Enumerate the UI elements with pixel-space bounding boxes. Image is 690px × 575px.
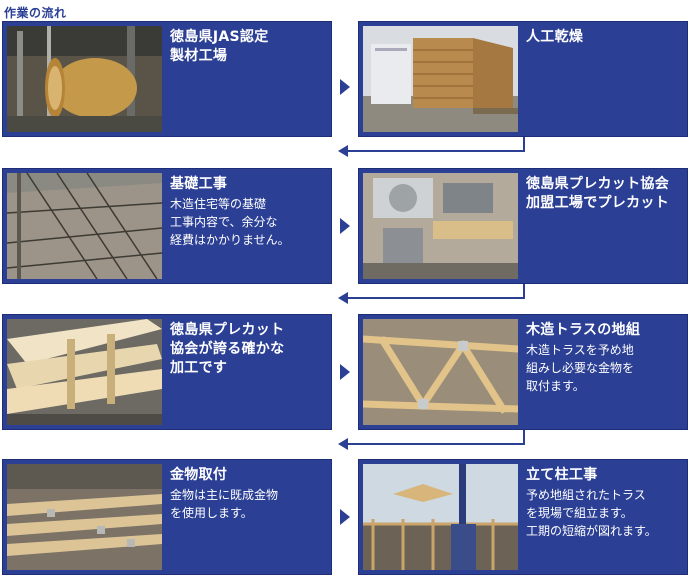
flow-connector	[338, 137, 525, 157]
step-title: 人工乾燥	[526, 29, 584, 45]
page-heading: 作業の流れ	[4, 6, 67, 20]
step-title: 徳島県プレカット 協会が誇る確かな 加工です	[170, 322, 285, 376]
right-arrow-icon	[340, 79, 350, 95]
step-card-precut-quality: 徳島県プレカット 協会が誇る確かな 加工です	[2, 314, 332, 430]
step-card-sawmill: 徳島県JAS認定 製材工場	[2, 21, 332, 137]
truss-assembly-photo	[363, 319, 518, 425]
step-title: 徳島県プレカット協会 加盟工場でプレカット	[526, 176, 669, 211]
right-arrow-icon	[340, 509, 350, 525]
drying-kiln-photo	[363, 26, 518, 132]
step-card-hardware: 金物取付 金物は主に既成金物 を使用します。	[2, 459, 332, 575]
step-card-foundation: 基礎工事 木造住宅等の基礎 工事内容で、余分な 経費はかかりません。	[2, 168, 332, 284]
precut-timber-photo	[7, 319, 162, 425]
step-desc: 金物は主に既成金物 を使用します。	[170, 488, 279, 520]
flow-connector	[338, 284, 525, 304]
step-card-precut-factory: 徳島県プレカット協会 加盟工場でプレカット	[358, 168, 688, 284]
step-title: 徳島県JAS認定 製材工場	[170, 29, 269, 64]
step-title: 立て柱工事	[526, 467, 598, 483]
hardware-fitting-photo	[7, 464, 162, 570]
step-desc: 予め地組されたトラス を現場で組立ます。 工期の短縮が図れます。	[526, 488, 657, 538]
step-title: 金物取付	[170, 467, 228, 483]
right-arrow-icon	[340, 364, 350, 380]
foundation-work-photo	[7, 173, 162, 279]
flow-connector	[338, 430, 525, 450]
step-title: 基礎工事	[170, 176, 228, 192]
sawmill-photo	[7, 26, 162, 132]
step-card-truss-assembly: 木造トラスの地組 木造トラスを予め地 組みし必要な金物を 取付ます。	[358, 314, 688, 430]
step-desc: 木造住宅等の基礎 工事内容で、余分な 経費はかかりません。	[170, 197, 290, 247]
step-title: 木造トラスの地組	[526, 322, 641, 338]
step-desc: 木造トラスを予め地 組みし必要な金物を 取付ます。	[526, 343, 635, 393]
crane-erection-photo	[363, 464, 518, 570]
precut-machine-photo	[363, 173, 518, 279]
step-card-post-erection: 立て柱工事 予め地組されたトラス を現場で組立ます。 工期の短縮が図れます。	[358, 459, 688, 575]
step-card-drying: 人工乾燥	[358, 21, 688, 137]
right-arrow-icon	[340, 218, 350, 234]
